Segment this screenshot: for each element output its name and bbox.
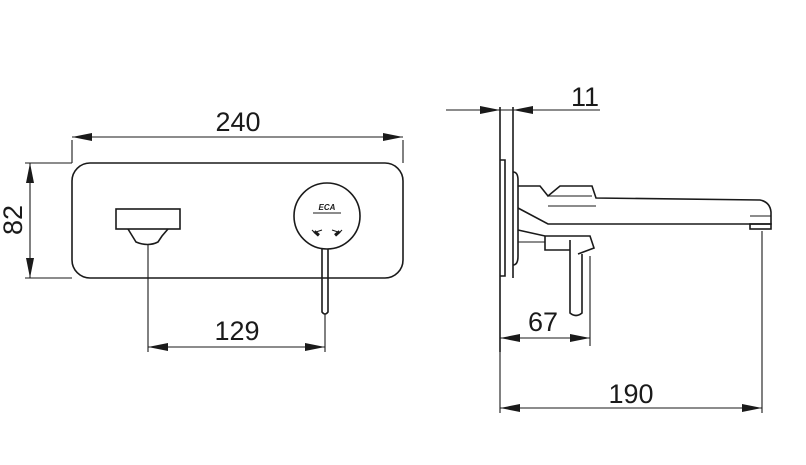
dimension-wall-gap: 11 <box>446 82 600 114</box>
brand-logo: ECA <box>319 203 336 212</box>
dimension-handle-offset-label: 67 <box>528 307 558 337</box>
dimension-spout-projection: 190 <box>500 379 762 412</box>
mixer-disc: ECA <box>293 182 361 250</box>
lever-body <box>517 229 596 317</box>
mixer-lever <box>321 249 329 315</box>
dimension-height-label: 82 <box>0 205 28 235</box>
dimension-handle-offset: 67 <box>500 307 590 342</box>
dimension-center-distance-label: 129 <box>214 316 259 346</box>
wall-plate <box>71 162 404 279</box>
dimension-width: 240 <box>72 107 403 141</box>
spout-body <box>517 185 772 230</box>
dimension-center-distance: 129 <box>148 316 325 351</box>
dimension-width-label: 240 <box>215 107 260 137</box>
dimension-wall-gap-label: 11 <box>571 82 599 112</box>
dimension-spout-projection-label: 190 <box>608 379 653 409</box>
side-view: 11 67 190 <box>446 82 772 413</box>
plate-profile <box>499 107 519 352</box>
spout-outlet <box>115 208 181 246</box>
front-view: ECA 240 82 <box>0 107 404 352</box>
dimension-height: 82 <box>0 163 34 278</box>
